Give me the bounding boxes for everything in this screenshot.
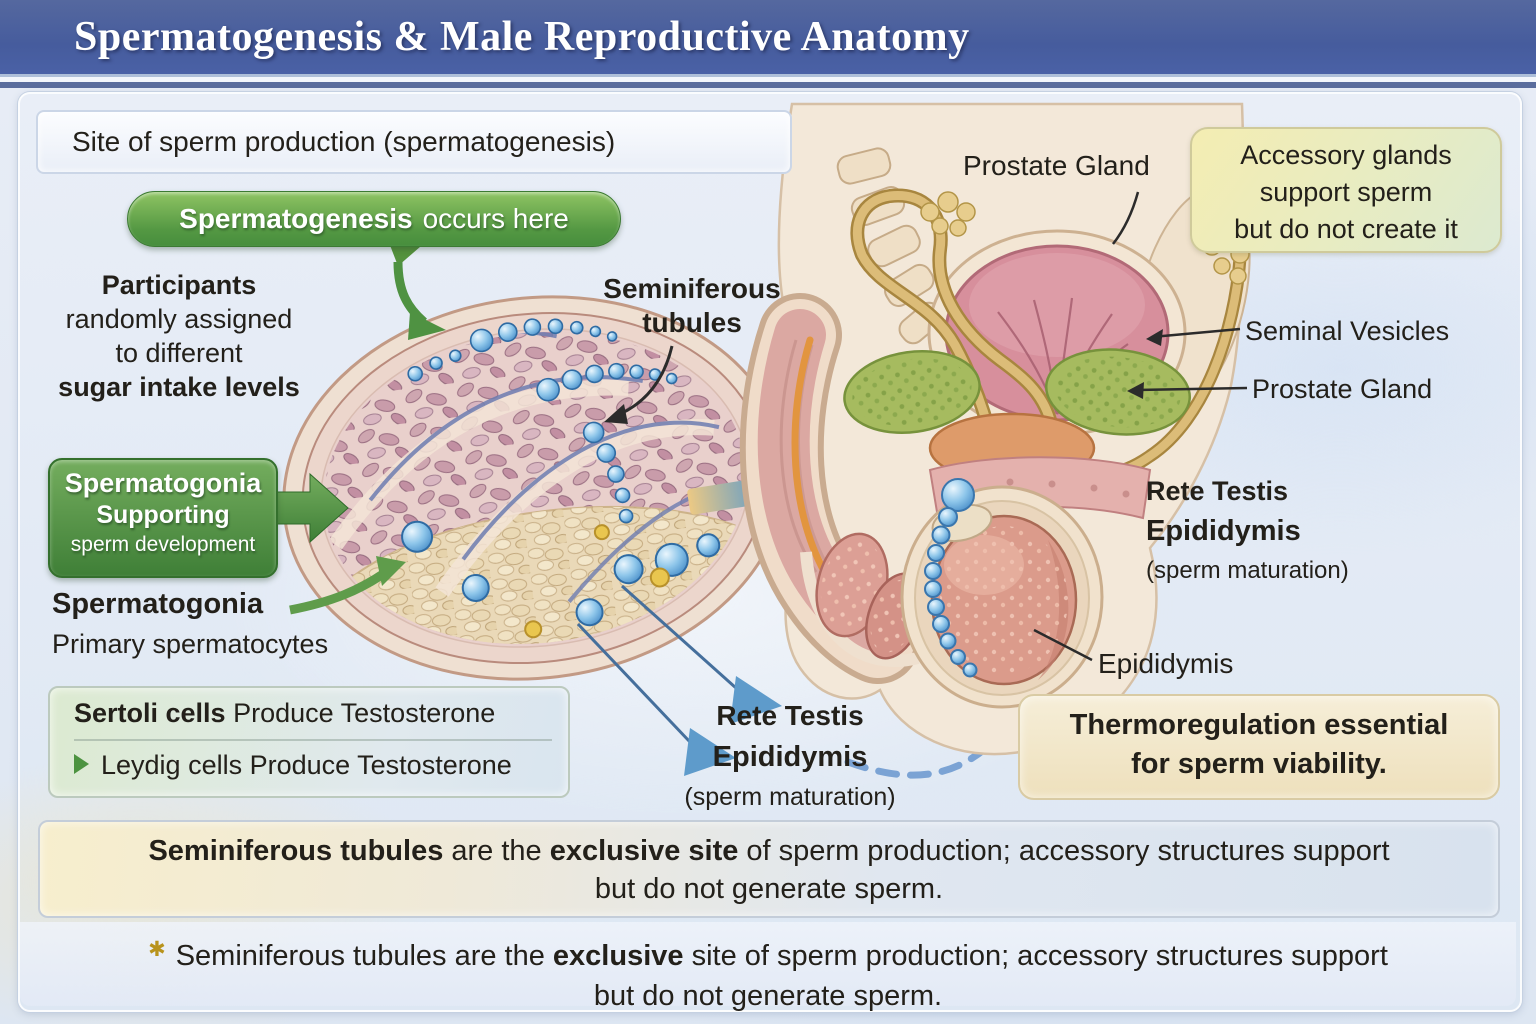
sertoli-rest: Produce Testosterone bbox=[225, 698, 496, 728]
summary-text1: are the bbox=[443, 835, 550, 867]
prostate-gland-top-label: Prostate Gland bbox=[963, 150, 1150, 182]
title-bar: Spermatogenesis & Male Reproductive Anat… bbox=[0, 0, 1536, 74]
spermatogonia-subtitle: Primary spermatocytes bbox=[52, 629, 329, 659]
accessory-line3: but do not create it bbox=[1234, 214, 1458, 244]
label-pointer-lines bbox=[1033, 191, 1248, 662]
summary-bold2: exclusive site bbox=[549, 835, 739, 867]
pill-rest-text: occurs here bbox=[422, 203, 569, 234]
footnote-line1: ✱Seminiferous tubules are the exclusive … bbox=[0, 930, 1536, 976]
spermatogonia-box-line2: Supporting bbox=[96, 501, 230, 529]
summary-box: Seminiferous tubules are the exclusive s… bbox=[38, 820, 1500, 918]
sertoli-line1: Sertoli cells Produce Testosterone bbox=[74, 698, 568, 729]
center-epididymis: Epididymis bbox=[712, 741, 868, 773]
right-sperm-maturation: (sperm maturation) bbox=[1146, 557, 1349, 584]
sperm-bead-chain bbox=[924, 478, 978, 678]
participants-line4: sugar intake levels bbox=[58, 372, 300, 402]
summary-bold1: Seminiferous tubules bbox=[148, 835, 444, 867]
footnote-strip bbox=[20, 922, 1516, 1006]
leydig-text: Leydig cells Produce Testosterone bbox=[101, 750, 512, 780]
seminiferous-line1: Seminiferous bbox=[603, 273, 781, 304]
spermatogenesis-occurs-here-callout: Spermatogenesis occurs here bbox=[127, 191, 621, 247]
seminiferous-pointer-line bbox=[619, 345, 674, 416]
spermatogonia-label: Spermatogonia Primary spermatocytes bbox=[52, 588, 328, 660]
seminal-vesicles-text: Seminal Vesicles bbox=[1245, 316, 1450, 346]
seminal-vesicles-label: Seminal Vesicles bbox=[1245, 316, 1449, 347]
asterisk-icon: ✱ bbox=[148, 938, 166, 961]
epididymis-text: Epididymis bbox=[1098, 648, 1234, 679]
pill-bold-text: Spermatogenesis bbox=[179, 203, 413, 234]
accessory-glands-box: Accessory glands support sperm but do no… bbox=[1190, 127, 1502, 253]
summary-line1: Seminiferous tubules are the exclusive s… bbox=[40, 832, 1498, 870]
sertoli-divider bbox=[74, 739, 552, 741]
center-maturation-labels: Rete Testis Epididymis (sperm maturation… bbox=[640, 700, 940, 812]
seminiferous-tubules-label: Seminiferous tubules bbox=[578, 272, 806, 340]
leydig-line: Leydig cells Produce Testosterone bbox=[74, 750, 568, 781]
header-divider-light bbox=[0, 74, 1536, 77]
thermo-line2: for sperm viability. bbox=[1131, 748, 1387, 780]
center-rete-testis: Rete Testis bbox=[716, 700, 864, 731]
seminiferous-pointer-head bbox=[604, 404, 628, 424]
sagittal-anatomy-illustration bbox=[739, 102, 1251, 756]
summary-text2: of sperm production; accessory structure… bbox=[738, 835, 1390, 867]
right-maturation-labels: Rete Testis Epididymis (sperm maturation… bbox=[1146, 476, 1349, 585]
header-divider-white bbox=[0, 77, 1536, 82]
accessory-line1: Accessory glands bbox=[1240, 140, 1452, 170]
prostate-top-text: Prostate Gland bbox=[963, 150, 1150, 181]
footnote-text2: site of sperm production; accessory stru… bbox=[683, 940, 1388, 972]
footnote-line2: but do not generate sperm. bbox=[593, 980, 943, 1012]
sertoli-bold: Sertoli cells bbox=[74, 698, 226, 728]
page-title: Spermatogenesis & Male Reproductive Anat… bbox=[74, 14, 970, 60]
spermatogonia-box-line3: sperm development bbox=[70, 533, 256, 556]
footnote-bold1: exclusive bbox=[552, 940, 684, 972]
header-divider-dark bbox=[0, 82, 1536, 88]
right-rete-testis: Rete Testis bbox=[1146, 476, 1289, 506]
summary-line2: but do not generate sperm. bbox=[594, 873, 944, 905]
site-box-text: Site of sperm production (spermatogenesi… bbox=[72, 126, 616, 157]
participants-line1: Participants bbox=[101, 270, 257, 300]
sperm-droplets bbox=[407, 318, 678, 524]
thermoregulation-box: Thermoregulation essential for sperm via… bbox=[1018, 694, 1500, 800]
spermatogonia-box-line1: Spermatogonia bbox=[64, 468, 262, 498]
sertoli-leydig-box: Sertoli cells Produce Testosterone Leydi… bbox=[48, 686, 570, 798]
triangle-bullet-icon bbox=[74, 754, 89, 774]
accessory-line2: support sperm bbox=[1259, 177, 1433, 207]
prostate-side-text: Prostate Gland bbox=[1252, 374, 1433, 404]
leydig-cells bbox=[524, 524, 670, 639]
spermatogonia-title: Spermatogonia bbox=[52, 588, 264, 620]
epididymis-label: Epididymis bbox=[1098, 648, 1233, 680]
site-of-sperm-production-box: Site of sperm production (spermatogenesi… bbox=[36, 110, 792, 174]
large-sperm-cells bbox=[401, 520, 721, 627]
participants-line3: to different bbox=[115, 338, 243, 368]
footnote-text1: Seminiferous tubules are the bbox=[175, 940, 553, 972]
spermatogonia-callout-box: Spermatogonia Supporting sperm developme… bbox=[48, 458, 278, 578]
center-sperm-maturation: (sperm maturation) bbox=[684, 783, 896, 811]
seminiferous-line2: tubules bbox=[642, 307, 742, 338]
participants-line2: randomly assigned bbox=[65, 304, 293, 334]
participants-note: Participants randomly assigned to differ… bbox=[34, 268, 324, 404]
prostate-gland-side-label: Prostate Gland bbox=[1252, 374, 1432, 405]
right-epididymis: Epididymis bbox=[1146, 515, 1301, 547]
footnote: ✱Seminiferous tubules are the exclusive … bbox=[0, 930, 1536, 1016]
thermo-line1: Thermoregulation essential bbox=[1069, 709, 1449, 741]
